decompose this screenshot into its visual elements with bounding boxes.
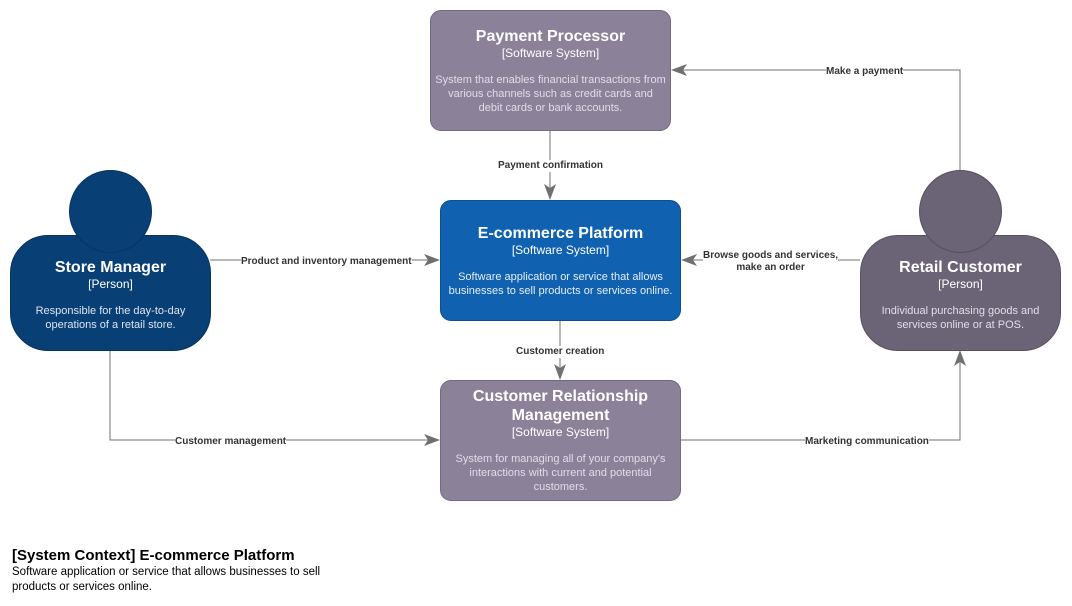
person-head-icon [919, 170, 1002, 253]
node-description: Software application or service that all… [448, 270, 673, 297]
node-type: [Software System] [511, 425, 610, 439]
legend-description: Software application or service that all… [12, 566, 321, 593]
edge-label-product-inventory: Product and inventory management [241, 256, 412, 268]
edge-label-customer-creation: Customer creation [516, 346, 605, 358]
crm-node[interactable]: Customer Relationship Management [Softwa… [440, 380, 681, 501]
node-title: Customer Relationship Management [472, 388, 649, 424]
node-title: Payment Processor [475, 27, 626, 45]
edge-label-payment-confirmation: Payment confirmation [498, 160, 604, 172]
payment-processor-node[interactable]: Payment Processor [Software System] Syst… [430, 10, 671, 131]
node-description: System that enables financial transactio… [435, 73, 666, 114]
edge-marketing-communication [681, 350, 966, 441]
edge-label-line: make an order [736, 262, 805, 273]
edge-label-marketing-communication: Marketing communication [805, 436, 929, 448]
edge-label-line: Browse goods and services, [703, 250, 839, 261]
person-body: Retail Customer [Person] Individual purc… [860, 235, 1061, 351]
node-description: Responsible for the day-to-day operation… [35, 305, 186, 331]
node-type: [Software System] [501, 45, 600, 60]
node-description: Individual purchasing goods and services… [881, 305, 1040, 331]
person-body: Store Manager [Person] Responsible for t… [10, 235, 211, 351]
edge-label-make-payment: Make a payment [826, 66, 904, 78]
edge-label-browse-order: Browse goods and services, make an order [703, 250, 839, 274]
diagram-legend: [System Context] E-commerce Platform Sof… [12, 547, 322, 595]
edge-customer-management [109, 350, 440, 446]
node-type: [Person] [88, 277, 133, 291]
person-head-icon [69, 170, 152, 253]
node-title: E-commerce Platform [477, 224, 644, 242]
node-type: [Person] [938, 277, 983, 291]
node-title: Retail Customer [899, 259, 1022, 276]
edge-make-payment [671, 64, 961, 170]
edge-label-customer-management: Customer management [175, 436, 287, 448]
ecommerce-platform-node[interactable]: E-commerce Platform [Software System] So… [440, 200, 681, 321]
node-description: System for managing all of your company'… [455, 453, 666, 493]
node-type: [Software System] [511, 242, 610, 257]
legend-title: [System Context] E-commerce Platform [12, 547, 295, 564]
node-title: Store Manager [54, 259, 167, 276]
